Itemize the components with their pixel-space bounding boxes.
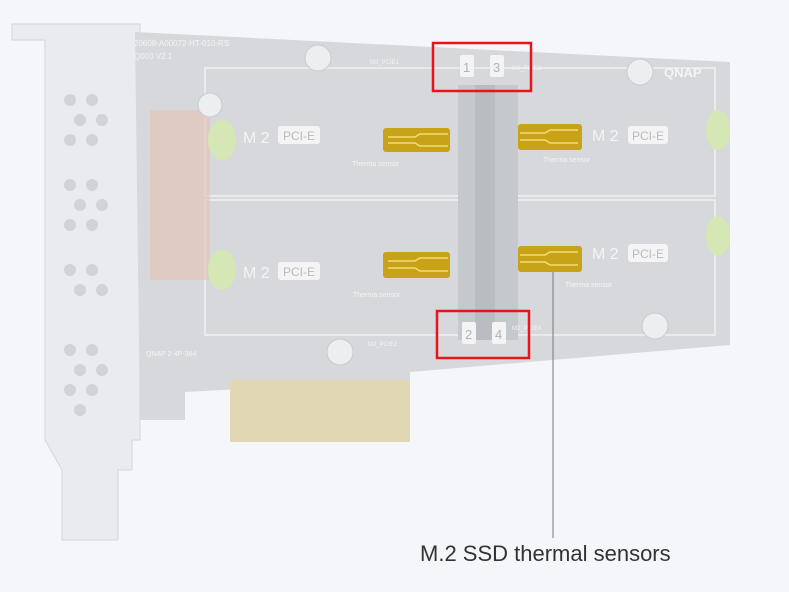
slot-numbers: 1 3 2 4 bbox=[460, 55, 506, 344]
slot-number: 1 bbox=[463, 60, 470, 75]
model-code: QNAP 2-4P-384 bbox=[146, 351, 197, 358]
m2-label: M 2 bbox=[592, 246, 619, 263]
thermal-sensor bbox=[383, 252, 450, 278]
highlight-box-bottom bbox=[435, 309, 531, 360]
gold-fingers bbox=[230, 380, 410, 442]
sensor-label: Therma sensor bbox=[352, 161, 400, 168]
slot-number: 4 bbox=[495, 327, 502, 342]
m2-label: M 2 bbox=[243, 130, 270, 147]
port-label: M2_PCIE1 bbox=[370, 60, 400, 66]
qnap-logo: QNAP bbox=[664, 65, 702, 80]
sensor-label: Therma sensor bbox=[543, 157, 591, 164]
pcie-bracket bbox=[11, 23, 141, 541]
port-label: M2_PCIE4 bbox=[512, 326, 542, 332]
sensor-label: Therma sensor bbox=[353, 292, 401, 299]
port-label: M2_PCIE3 bbox=[512, 66, 542, 72]
thermal-sensors bbox=[383, 124, 582, 278]
slot-number: 3 bbox=[493, 60, 500, 75]
thermal-sensor bbox=[383, 128, 450, 152]
pcb-silkscreen: 20608-A00072-HT-010-RS Q003 V2.1 QNAP 2-… bbox=[134, 39, 702, 358]
port-label: M2_PCIE2 bbox=[368, 342, 398, 348]
part-number: 20608-A00072-HT-010-RS bbox=[134, 39, 229, 48]
pcie-label: PCI-E bbox=[632, 247, 664, 261]
thermal-sensor bbox=[518, 246, 582, 272]
pcie-label: PCI-E bbox=[632, 129, 664, 143]
slot-number: 2 bbox=[465, 327, 472, 342]
revision: Q003 V2.1 bbox=[134, 52, 173, 61]
highlight-box-top bbox=[431, 41, 533, 93]
pcie-label: PCI-E bbox=[283, 265, 315, 279]
sensor-label: Therma sensor bbox=[565, 282, 613, 289]
callout-label: M.2 SSD thermal sensors bbox=[420, 541, 671, 566]
m2-label: M 2 bbox=[592, 128, 619, 145]
m2-label: M 2 bbox=[243, 265, 270, 282]
pcie-label: PCI-E bbox=[283, 129, 315, 143]
thermal-sensor bbox=[518, 124, 582, 150]
